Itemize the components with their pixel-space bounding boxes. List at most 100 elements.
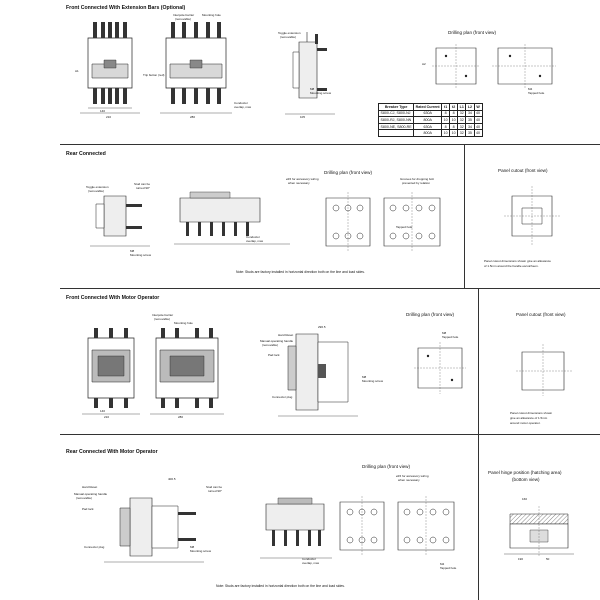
dim-280-3: 280 bbox=[178, 415, 184, 419]
dim-190: 190 bbox=[518, 557, 524, 561]
hard-reset-label: Hard Reset bbox=[278, 333, 294, 337]
drilling-plan-title-2: Drilling plan (front view) bbox=[324, 170, 372, 175]
panel-hinge-title: Panel hinge position (hatching area) bbox=[488, 470, 562, 475]
m8-label-4: M8 bbox=[190, 545, 195, 549]
drilling-plan-title-1: Drilling plan (front view) bbox=[448, 30, 496, 35]
acc-wiring-sub-4: when necessary bbox=[398, 478, 420, 482]
section-divider bbox=[60, 434, 600, 435]
m8-mounting-screw-4: Mounting screw bbox=[190, 549, 212, 553]
cell bbox=[377, 129, 415, 137]
panel-cutout-title-2: Panel cutout (front view) bbox=[498, 168, 548, 173]
rear-drilling-plan-3pole bbox=[322, 192, 378, 254]
cell: 10 bbox=[441, 129, 451, 137]
m8-label-3: M8 bbox=[362, 375, 367, 379]
dim-50: 50 bbox=[546, 557, 550, 561]
table-row: S800-RJ, S800-NN 800A 10 10 32 35 40 bbox=[377, 116, 483, 124]
stud-sub-4: turned 90° bbox=[208, 489, 222, 493]
cell: 34 bbox=[465, 122, 475, 131]
dim-210-3: 210 bbox=[104, 415, 110, 419]
toggle-extension-sub-2: (removable) bbox=[88, 189, 105, 193]
drilling-plan-title-4: Drilling plan (front view) bbox=[362, 464, 410, 469]
breaker-front-view-extension bbox=[80, 22, 140, 120]
m8-label: M8 bbox=[310, 87, 315, 91]
section-title-front-motor: Front Connected With Motor Operator bbox=[66, 295, 160, 301]
rear-drilling-plan-4pole bbox=[380, 192, 448, 254]
motor-front-view-3pole bbox=[82, 328, 140, 418]
drilling-plan-4pole bbox=[492, 44, 564, 94]
rear-motor-drilling-3pole bbox=[336, 496, 392, 558]
manual-handle-sub-4: (removable) bbox=[76, 496, 93, 500]
panel-note-3c: around motor operator. bbox=[510, 421, 541, 425]
cell: 630A bbox=[413, 122, 443, 131]
m8-label-2: M8 bbox=[130, 249, 135, 253]
acc-wiring-sub: when necessary bbox=[288, 181, 310, 185]
stud-label: Stud can be bbox=[134, 182, 151, 186]
trip-button-label: Trip button (red) bbox=[143, 73, 165, 77]
rear-connected-side-view bbox=[90, 186, 150, 254]
cell: 10 bbox=[449, 116, 459, 124]
cell: 32 bbox=[457, 122, 467, 131]
cell: 8 bbox=[449, 122, 459, 131]
cell: 40 bbox=[473, 116, 483, 124]
mounting-hole-label-3: Mounting hole bbox=[174, 321, 193, 325]
stud-label-4: Stud can be bbox=[206, 485, 223, 489]
table-row: S800-CJ, S800-NJ 630A 8 8 32 34 40 bbox=[377, 109, 483, 118]
cell: 32 bbox=[457, 129, 467, 137]
cell: 32 bbox=[457, 116, 467, 124]
dim-280: 280 bbox=[190, 115, 196, 119]
acc-wiring-label-4: ø15 for accessory wiring bbox=[396, 474, 429, 478]
cell: 800A bbox=[413, 129, 443, 137]
panel-divider bbox=[464, 144, 465, 288]
col-l1: L1 bbox=[457, 103, 467, 111]
interpole-barrier-sub: (removable) bbox=[175, 17, 192, 21]
hard-reset-label-4: Hard Reset bbox=[82, 485, 98, 489]
manual-handle-sub: (removable) bbox=[262, 343, 279, 347]
drilling-plan-title-3: Drilling plan (front view) bbox=[406, 312, 454, 317]
panel-note-2b: of 1.5mm around the handle escutcheon. bbox=[484, 264, 539, 268]
stud-sub: turned 90° bbox=[136, 186, 150, 190]
manual-handle-label-4: Manual operating handle bbox=[74, 492, 108, 496]
m8-tapped-label: M8 bbox=[442, 331, 447, 335]
conductor-label-2: Conductor bbox=[246, 235, 260, 239]
table-row: 800A 10 10 32 35 40 bbox=[377, 129, 483, 137]
col-l2: L2 bbox=[465, 103, 475, 111]
rear-connected-breaker-rear-view bbox=[170, 192, 298, 252]
dim-105: 105 bbox=[300, 115, 306, 119]
dim-296: 296.5 bbox=[318, 325, 326, 329]
motor-front-view-4pole bbox=[150, 328, 224, 418]
rear-connected-note: Note: Studs are factory installed in hor… bbox=[236, 270, 365, 274]
toggle-extension-label-2: Toggle extension bbox=[86, 185, 109, 189]
m4-label: M4 bbox=[528, 87, 533, 91]
cell: 8 bbox=[441, 109, 451, 118]
tapped-hole-label: Tapped hole bbox=[396, 225, 413, 229]
cell: S800-RJ, S800-NN bbox=[377, 116, 415, 124]
cell: 8 bbox=[441, 122, 451, 131]
acc-wiring-label: ø15 for accessory wiring bbox=[286, 177, 319, 181]
m8-mounting-screw-2: Mounting screw bbox=[130, 253, 152, 257]
dim-140: 140 bbox=[100, 109, 106, 113]
interpole-barrier-sub-3: (removable) bbox=[154, 317, 171, 321]
dim-140-3: 140 bbox=[100, 409, 106, 413]
m8-mounting-screw-3: Mounting screw bbox=[362, 379, 384, 383]
conductor-sub: overlap, max bbox=[234, 105, 252, 109]
motor-drilling-plan bbox=[414, 342, 474, 396]
drawing-sheet: Front Connected With Extension Bars (Opt… bbox=[60, 0, 600, 600]
cell: 32 bbox=[457, 109, 467, 118]
table-header-row: Breaker Type Rated Current t1 t2 L1 L2 W bbox=[377, 103, 483, 111]
breaker-type-table: Breaker Type Rated Current t1 t2 L1 L2 W… bbox=[377, 103, 483, 137]
cell: 630A bbox=[413, 109, 443, 118]
grooves-sub: prevented by relation bbox=[402, 181, 431, 185]
cell: 40 bbox=[473, 122, 483, 131]
breaker-front-view-4pole-extension bbox=[160, 22, 232, 120]
interpole-barrier-label: Interpole barrier bbox=[173, 13, 195, 17]
panel-cutout-title-3: Panel cutout (front view) bbox=[516, 312, 566, 317]
pad-lock-label: Pad lock bbox=[268, 353, 280, 357]
dim-160: 160 bbox=[522, 497, 528, 501]
col-breaker-type: Breaker Type bbox=[377, 103, 415, 111]
dim-400: 400.5 bbox=[168, 477, 176, 481]
col-t2: t2 bbox=[449, 103, 459, 111]
panel-divider bbox=[478, 288, 479, 434]
rear-motor-side-view bbox=[104, 490, 204, 566]
grooves-label: Grooves for dropping bolt bbox=[400, 177, 434, 181]
conductor-label-4: Conductor bbox=[302, 557, 316, 561]
